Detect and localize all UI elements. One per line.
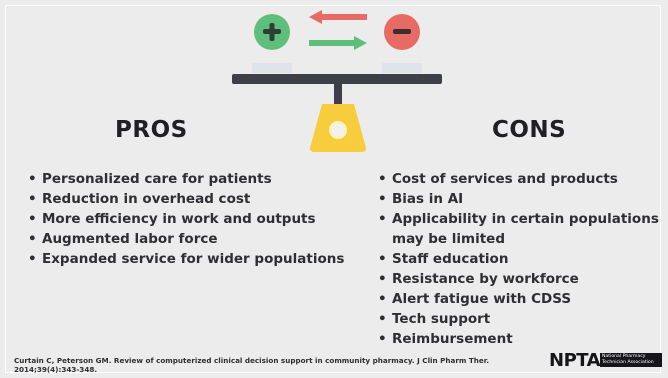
plus-circle-icon [252, 14, 292, 73]
arrow-left-icon [309, 10, 367, 24]
cons-item: Tech support [377, 309, 667, 329]
logo-org-name: National Pharmacy Technician Association [600, 353, 662, 367]
arrow-right-icon [309, 36, 367, 50]
cons-heading: CONS [492, 117, 567, 143]
pros-list: Personalized care for patients Reduction… [27, 169, 347, 269]
cons-item: Alert fatigue with CDSS [377, 289, 667, 309]
npta-logo: NPTA National Pharmacy Technician Associ… [549, 350, 662, 371]
pros-heading: PROS [115, 117, 188, 143]
logo-mark: NPTA [549, 350, 601, 371]
cons-item: Resistance by workforce [377, 269, 667, 289]
cons-list: Cost of services and products Bias in AI… [377, 169, 667, 349]
pros-item: Personalized care for patients [27, 169, 347, 189]
pros-item: Reduction in overhead cost [27, 189, 347, 209]
cons-item: Staff education [377, 249, 667, 269]
citation: Curtain C, Peterson GM. Review of comput… [14, 356, 490, 374]
cons-item: Cost of services and products [377, 169, 667, 189]
pros-item: More efficiency in work and outputs [27, 209, 347, 229]
scale-beam [232, 74, 442, 84]
cons-item: Applicability in certain populations may… [377, 209, 667, 249]
pros-item: Augmented labor force [27, 229, 347, 249]
cons-item: Reimbursement [377, 329, 667, 349]
pros-item: Expanded service for wider populations [27, 249, 347, 269]
balance-scale-icon [232, 10, 442, 152]
minus-circle-icon [382, 14, 422, 73]
cons-item: Bias in AI [377, 189, 667, 209]
scale-post [334, 84, 342, 104]
